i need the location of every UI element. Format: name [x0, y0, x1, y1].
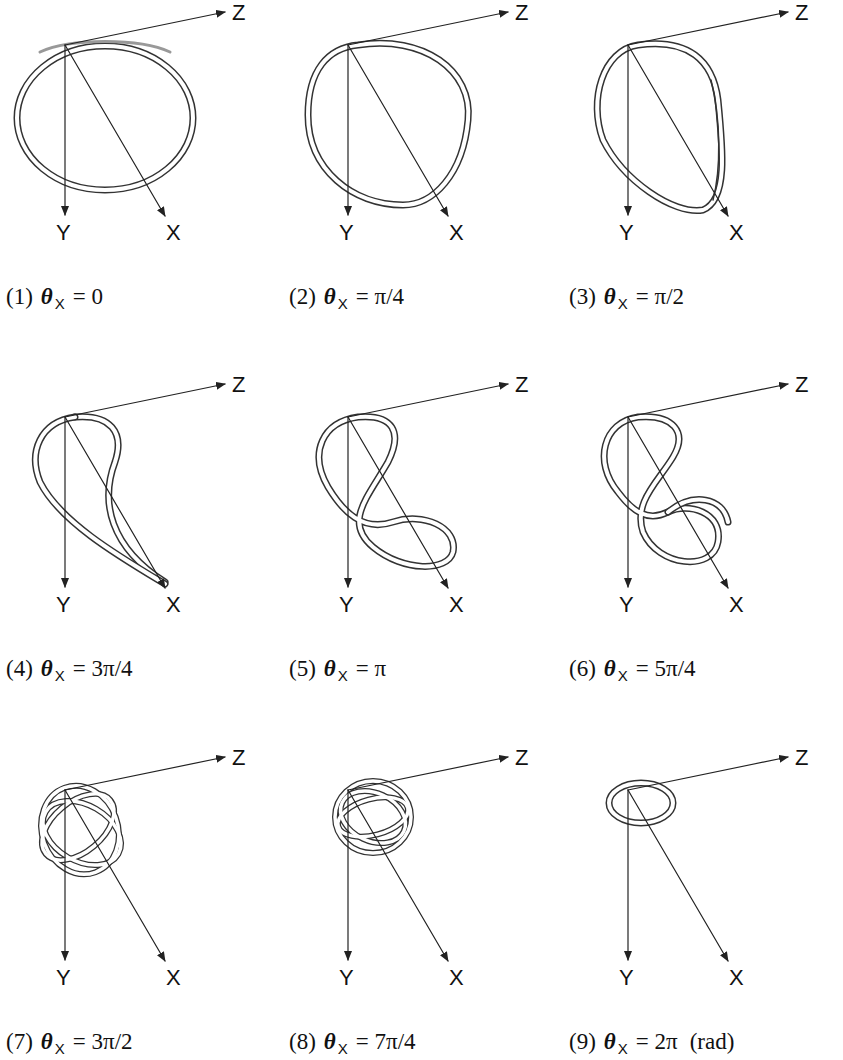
angle-symbol: θ — [324, 1028, 336, 1056]
axis-label: Y — [56, 222, 71, 244]
unit-label: (rad) — [690, 1028, 735, 1056]
axis-label: Y — [619, 222, 634, 244]
axis-subscript: X — [338, 667, 348, 685]
angle-symbol: θ — [324, 655, 336, 683]
axis-label: X — [449, 594, 464, 616]
axis-label: X — [449, 967, 464, 989]
figure-number: (4) — [6, 655, 33, 683]
angle-symbol: θ — [41, 283, 53, 311]
figure-number: (1) — [6, 283, 33, 311]
axis-subscript: X — [55, 667, 65, 685]
figure-number: (3) — [569, 283, 596, 311]
axis-subscript: X — [338, 1040, 348, 1058]
figure-number: (7) — [6, 1028, 33, 1056]
angle-symbol: θ — [41, 655, 53, 683]
axis-label: Z — [515, 2, 528, 24]
axis-label: Z — [795, 2, 808, 24]
figure-number: (8) — [289, 1028, 316, 1056]
axis-subscript: X — [55, 1040, 65, 1058]
panel-caption: (9) θX = 2π (rad) — [569, 1028, 734, 1056]
angle-symbol: θ — [604, 655, 616, 683]
axis-label: Z — [232, 2, 245, 24]
axis-label: Z — [515, 747, 528, 769]
axis-label: Y — [56, 967, 71, 989]
axis-label: X — [166, 967, 181, 989]
panel-caption: (3) θX = π/2 — [569, 283, 684, 311]
axis-label: X — [449, 222, 464, 244]
axis-label: X — [729, 222, 744, 244]
panel-caption: (7) θX = 3π/2 — [6, 1028, 133, 1056]
figure-number: (5) — [289, 655, 316, 683]
panel-caption: (2) θX = π/4 — [289, 283, 404, 311]
angle-value: = π — [356, 655, 386, 683]
axis-label: Y — [619, 594, 634, 616]
axis-label: Y — [339, 594, 354, 616]
angle-value: = 7π/4 — [356, 1028, 416, 1056]
angle-value: = 3π/2 — [73, 1028, 133, 1056]
panel-caption: (1) θX = 0 — [6, 283, 103, 311]
angle-symbol: θ — [604, 283, 616, 311]
axis-label: Z — [795, 374, 808, 396]
axis-label: Z — [515, 374, 528, 396]
angle-value: = π/2 — [636, 283, 684, 311]
axis-subscript: X — [55, 295, 65, 313]
axis-label: Y — [56, 594, 71, 616]
panel-caption: (5) θX = π — [289, 655, 386, 683]
axis-subscript: X — [618, 1040, 628, 1058]
angle-value: = 3π/4 — [73, 655, 133, 683]
angle-symbol: θ — [604, 1028, 616, 1056]
axis-subscript: X — [618, 667, 628, 685]
axis-label: X — [729, 594, 744, 616]
axis-label: X — [166, 594, 181, 616]
angle-symbol: θ — [324, 283, 336, 311]
axis-label: Z — [232, 747, 245, 769]
panel-caption: (8) θX = 7π/4 — [289, 1028, 416, 1056]
figure-number: (6) — [569, 655, 596, 683]
panel-caption: (6) θX = 5π/4 — [569, 655, 696, 683]
axis-label: X — [729, 967, 744, 989]
axis-subscript: X — [338, 295, 348, 313]
angle-value: = 2π — [636, 1028, 678, 1056]
figure-number: (9) — [569, 1028, 596, 1056]
figure-number: (2) — [289, 283, 316, 311]
axis-label: Y — [339, 222, 354, 244]
axis-label: Z — [232, 374, 245, 396]
axis-label: X — [166, 222, 181, 244]
angle-value: = π/4 — [356, 283, 404, 311]
angle-value: = 0 — [73, 283, 103, 311]
axis-label: Z — [795, 747, 808, 769]
angle-symbol: θ — [41, 1028, 53, 1056]
panel-caption: (4) θX = 3π/4 — [6, 655, 133, 683]
axis-label: Y — [339, 967, 354, 989]
angle-value: = 5π/4 — [636, 655, 696, 683]
axis-subscript: X — [618, 295, 628, 313]
axis-label: Y — [619, 967, 634, 989]
